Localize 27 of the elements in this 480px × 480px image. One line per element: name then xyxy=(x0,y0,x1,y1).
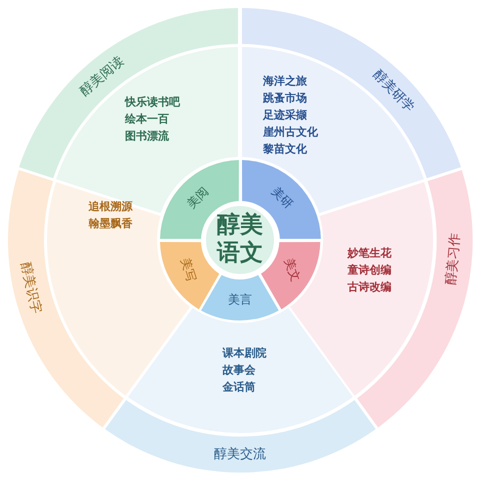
activity-item: 古诗改编 xyxy=(348,279,392,296)
segment-label: 美言 xyxy=(228,291,252,308)
band-label: 醇美研学 xyxy=(369,66,418,116)
activity-item: 追根溯源 xyxy=(88,198,132,215)
activity-item: 海洋之旅 xyxy=(263,73,308,90)
activity-item: 跳蚤市场 xyxy=(263,90,308,106)
center-title: 醇美语文 xyxy=(216,212,264,268)
segment-label: 美阅 xyxy=(183,183,212,212)
activity-item: 快乐读书吧 xyxy=(124,94,180,111)
activity-item: 翰墨飘香 xyxy=(88,216,132,232)
activity-item: 黎苗文化 xyxy=(263,141,308,158)
segment-label: 美写 xyxy=(177,256,200,284)
activity-item: 图书漂流 xyxy=(124,128,170,145)
activity-item: 绘本一百 xyxy=(124,112,170,128)
activity-item: 童诗创编 xyxy=(348,262,392,278)
activity-item: 崖州古文化 xyxy=(263,124,318,140)
band-label: 醇美交流 xyxy=(214,446,266,463)
activity-item: 妙笔生花 xyxy=(348,245,392,262)
band-label: 醇美识字 xyxy=(16,260,46,316)
segment-label: 美研 xyxy=(268,183,297,212)
band-label: 醇美阅读 xyxy=(77,52,128,99)
segment-label: 美文 xyxy=(280,256,304,284)
activity-item: 金话筒 xyxy=(222,379,257,396)
activity-item: 足迹采撷 xyxy=(263,107,308,124)
band-label: 醇美习作 xyxy=(442,232,464,286)
activity-item: 课本剧院 xyxy=(222,345,267,362)
activity-item: 故事会 xyxy=(222,362,257,378)
